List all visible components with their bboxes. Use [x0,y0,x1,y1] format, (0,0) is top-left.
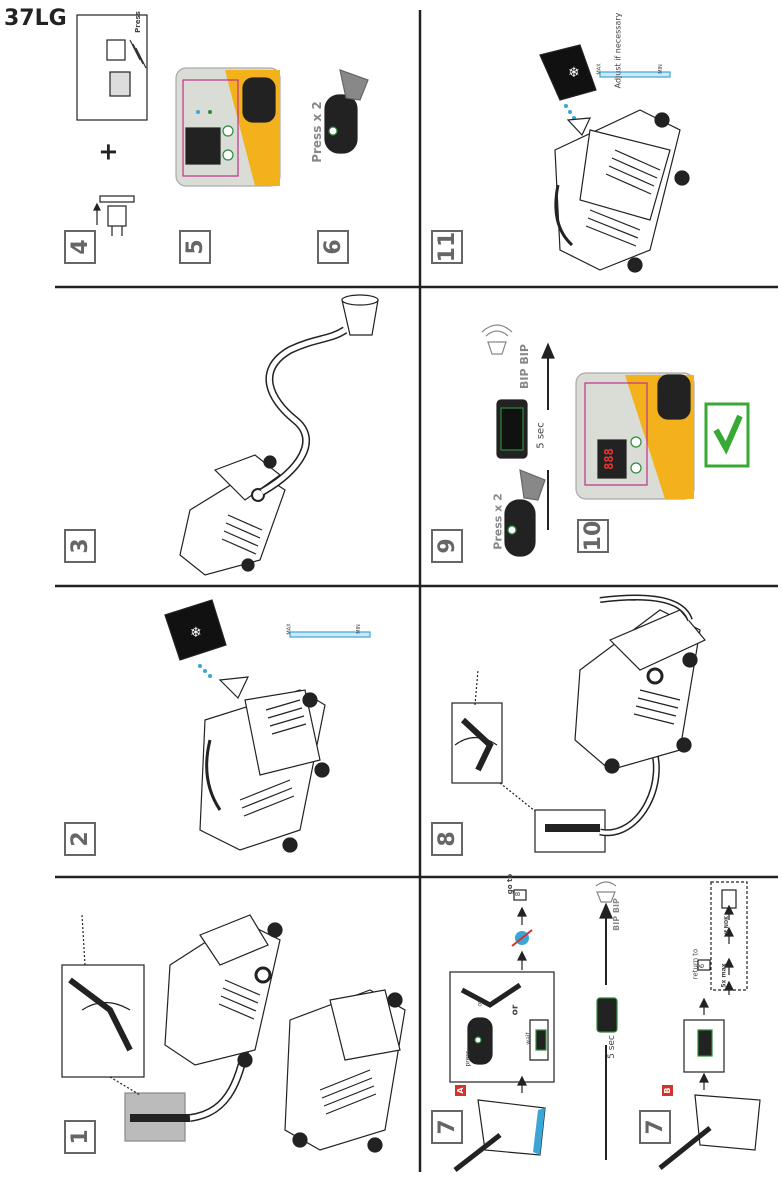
return-number: 6 [698,963,707,969]
step-number-9: 9 [431,529,463,563]
five-sec-label-7: 5 sec [606,1035,617,1059]
bip-bip-label-9: BIP BIP [517,344,531,389]
step-number-7b: 7 [639,1110,671,1144]
step-number-6: 6 [317,230,349,264]
wait-label: wait [524,1032,532,1045]
step-number-10: 10 [577,519,609,553]
step-number-7a: 7 [431,1110,463,1144]
grid-lines [55,10,778,1172]
panel-11: ❄ [539,44,690,273]
press-x2-label-9: Press x 2 [491,493,505,550]
adjust-label: Adjust if necessary [613,12,623,89]
step-number-2: 2 [64,822,96,856]
plus-sign: + [94,141,123,163]
svg-text:❄: ❄ [190,625,202,641]
step-tag-a: A [455,1085,466,1096]
if-nok-label: if NOK [723,916,730,934]
step-tag-b: B [662,1085,673,1096]
step-number-8: 8 [431,822,463,856]
goto-number: 8 [514,891,523,897]
gauge-max-label-2: MAX [286,623,293,635]
gauge-max-label-11: MAX [596,63,603,75]
five-sec-label-9: 5 sec [535,422,547,449]
step-number-3: 3 [64,529,96,563]
five-x-max-label: 5x max [720,963,728,988]
press-x2-label-6: Press x 2 [309,101,324,163]
goto-label: go to [506,873,515,895]
panel-1 [61,914,406,1153]
or-label-1: or [476,1000,484,1007]
svg-text:❄: ❄ [568,65,580,81]
display-readout: 888 [601,448,616,470]
or-label-2: or [510,1004,521,1016]
panel-8 [451,594,706,853]
step-number-1: 1 [64,1120,96,1154]
panel-2: ❄ [164,599,371,853]
gauge-min-label-11: MIN [657,64,664,74]
press-label: Press [134,11,142,33]
step-number-11: 11 [431,230,463,264]
page-title: 37LG [4,6,67,31]
press-lower-label: press [464,1050,472,1067]
bip-bip-label-7: BIP BIP [611,898,621,931]
panel-4-5-6 [76,14,369,236]
panel-7 [449,881,761,1172]
step-number-5: 5 [179,230,211,264]
step-number-4: 4 [64,230,96,264]
panel-3 [179,294,379,576]
panel-9-10 [481,324,750,557]
gauge-min-label-2: MIN [355,624,362,634]
